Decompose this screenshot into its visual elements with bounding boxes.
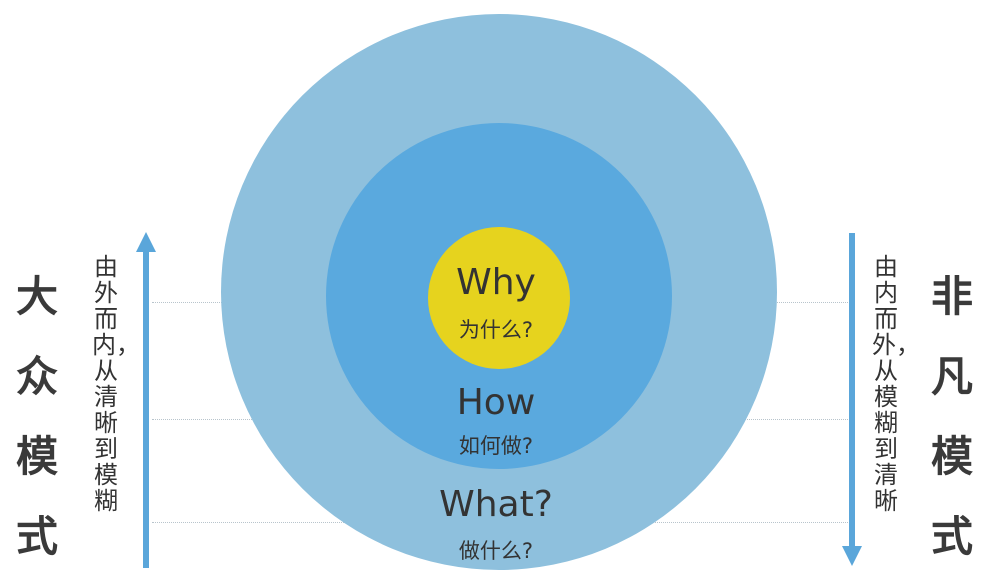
up-arrow-icon <box>136 232 156 568</box>
how-subtitle: 如何做? <box>458 434 534 458</box>
why-subtitle: 为什么? <box>458 318 534 342</box>
right-title: 非凡模式 <box>930 272 973 561</box>
left-caption: 由外而内，从清晰到模糊 <box>92 253 140 515</box>
what-subtitle: 做什么? <box>458 539 534 563</box>
left-title: 大众模式 <box>15 272 58 561</box>
down-arrow-icon <box>842 233 862 566</box>
right-caption: 由内而外，从模糊到清晰 <box>872 253 920 515</box>
why-title: Why <box>456 262 536 303</box>
how-title: How <box>456 382 536 423</box>
why-circle <box>428 227 570 369</box>
what-title: What? <box>439 484 553 525</box>
